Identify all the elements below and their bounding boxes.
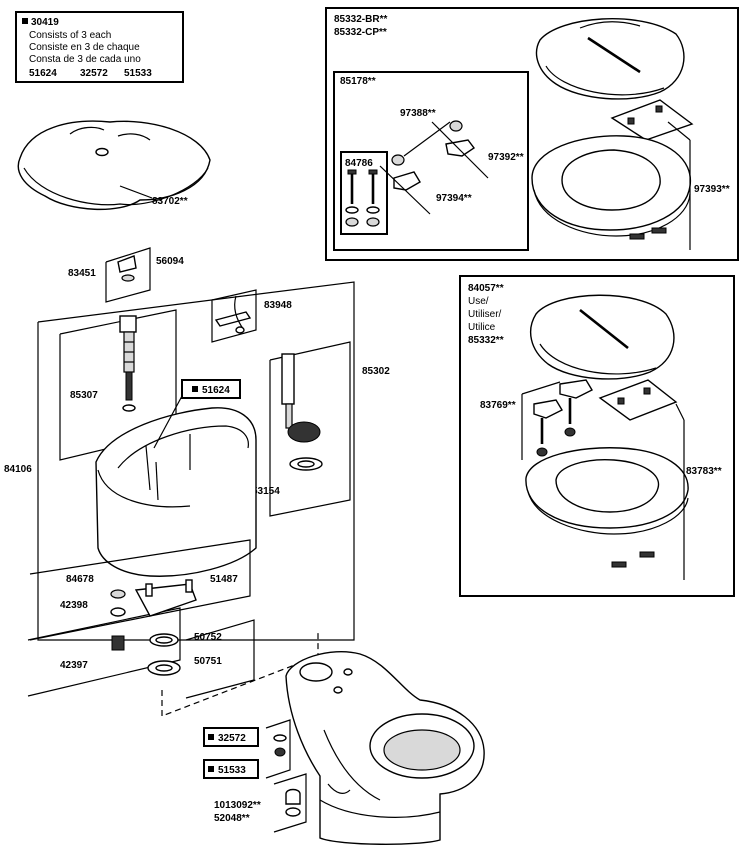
tank-bolt-callout-frame <box>181 379 241 399</box>
label-gasket-a: 50752 <box>194 632 222 643</box>
label-fill-washer: 56094 <box>156 256 184 267</box>
label-gasket-b: 50751 <box>194 656 222 667</box>
seat-box-2-line-4: Utilice <box>468 322 496 333</box>
label-bolt-kit: 84786 <box>345 158 373 169</box>
label-hinge-left: 97394** <box>436 193 472 204</box>
kit-line-1: Consists of 3 each <box>29 30 111 41</box>
bowl <box>285 650 485 845</box>
label-nut-a: 42397 <box>60 660 88 671</box>
label-valve-gasket: 53154 <box>252 486 280 497</box>
seat-box-1-line-2: 85332-CP** <box>334 27 387 38</box>
seat-box-2-frame <box>459 275 735 597</box>
seat-box-2-line-1: 84057** <box>468 283 504 294</box>
label-cap-a: 1013092** <box>214 800 261 811</box>
label-flapper-chain: 83948 <box>264 300 292 311</box>
label-cap-b: 52048** <box>214 813 250 824</box>
tank-assembly-bracket: 84106 <box>4 281 355 641</box>
label-washer-a: 42398 <box>60 600 88 611</box>
kit-badge-icon <box>22 18 28 24</box>
kit-line-2: Consiste en 3 de chaque <box>29 42 140 53</box>
kit-box: 30419 Consists of 3 each Consiste en 3 d… <box>15 11 184 83</box>
label-cap: 97388** <box>400 108 436 119</box>
seat-box-2-line-2: Use/ <box>468 296 489 307</box>
tank-lid: 83702** <box>17 120 211 211</box>
tank-hardware: 84678 42398 42397 51487 50752 50751 <box>27 539 255 699</box>
flapper-chain-group: 83948 <box>211 289 292 343</box>
bowl-washer-badge-icon <box>208 734 214 740</box>
kit-line-3: Consta de 3 de cada uno <box>29 54 141 65</box>
seat-box-1: 85332-BR** 85332-CP** 85178** 84786 9738… <box>325 7 739 261</box>
label-tank-lid: 83702** <box>152 196 188 207</box>
bowl-callouts: 32572 51533 1013092** 52048** <box>203 719 307 833</box>
bowl-nut-callout-frame <box>203 759 259 779</box>
label-bowl-washer-callout: 32572 <box>218 733 246 744</box>
label-flush-valve: 85302 <box>362 366 390 377</box>
label-tank-nut: 84678 <box>66 574 94 585</box>
connection-dashed-line <box>161 630 319 717</box>
label-hinge-2: 83769** <box>480 400 516 411</box>
label-hinge-kit: 85178** <box>340 76 376 87</box>
label-tank-bolt-callout: 51624 <box>202 385 230 396</box>
kit-part-1: 51624 <box>29 68 57 79</box>
seat-box-1-line-1: 85332-BR** <box>334 14 387 25</box>
flush-valve-group: 85302 53154 <box>252 341 390 517</box>
label-seat-2: 83783** <box>686 466 722 477</box>
seat-box-2-line-3: Utiliser/ <box>468 309 502 320</box>
bowl-washer-callout-frame <box>203 727 259 747</box>
seat-box-2: 84057** Use/ Utiliser/ Utilice 85332** 8… <box>459 275 735 597</box>
label-tank-assembly: 84106 <box>4 464 32 475</box>
seat-box-2-line-5: 85332** <box>468 335 504 346</box>
label-fill-handle: 83451 <box>68 268 96 279</box>
kit-number: 30419 <box>31 17 59 28</box>
kit-box-frame <box>15 11 184 83</box>
label-fill-valve: 85307 <box>70 390 98 401</box>
tank: 51624 <box>95 379 257 577</box>
label-seat-1: 97393** <box>694 184 730 195</box>
bowl-nut-badge-icon <box>208 766 214 772</box>
fill-handle-group: 83451 56094 <box>68 247 184 303</box>
seat-box-1-frame <box>325 7 739 261</box>
tank-bolt-badge-icon <box>192 386 198 392</box>
label-tank-bolt: 51487 <box>210 574 238 585</box>
label-hinge-right: 97392** <box>488 152 524 163</box>
kit-part-2: 32572 <box>80 68 108 79</box>
hinge-kit-frame <box>333 71 529 251</box>
label-bowl-nut-callout: 51533 <box>218 765 246 776</box>
bolt-kit-frame <box>340 151 388 235</box>
kit-part-3: 51533 <box>124 68 152 79</box>
